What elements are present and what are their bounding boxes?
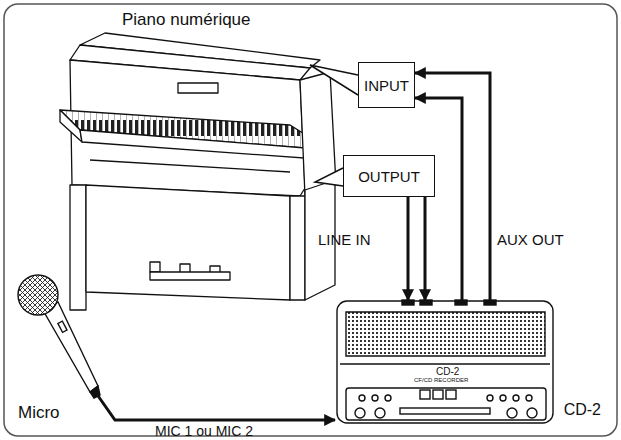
callout-pointer xyxy=(315,168,343,186)
recorder-node: CD-2 xyxy=(335,300,605,427)
cd2-device xyxy=(337,300,553,423)
device-subtitle: CF/CD RECORDER xyxy=(414,377,468,383)
signal-cable xyxy=(407,197,410,300)
signal-cable xyxy=(96,393,335,420)
jack-label: LINE IN xyxy=(318,231,371,248)
device-title: Piano numérique xyxy=(122,10,251,30)
callout-box: OUTPUT xyxy=(343,155,435,197)
microphone-illustration xyxy=(18,275,100,398)
node-text: INPUT xyxy=(364,77,409,94)
node-text: Micro xyxy=(18,403,60,423)
signal-cable xyxy=(424,197,427,300)
device-logo: CD-2 xyxy=(436,366,459,377)
microphone-node: Micro xyxy=(10,275,102,425)
jack-label: MIC 1 ou MIC 2 xyxy=(155,423,253,439)
signal-cable xyxy=(415,98,462,300)
callout-pointer xyxy=(310,65,358,95)
node-text: OUTPUT xyxy=(358,168,420,185)
jack-label: AUX OUT xyxy=(497,231,564,248)
node-text: CD-2 xyxy=(564,401,601,419)
piano-illustration xyxy=(60,33,336,310)
callout-box: INPUT xyxy=(358,62,415,108)
frame xyxy=(4,4,617,436)
